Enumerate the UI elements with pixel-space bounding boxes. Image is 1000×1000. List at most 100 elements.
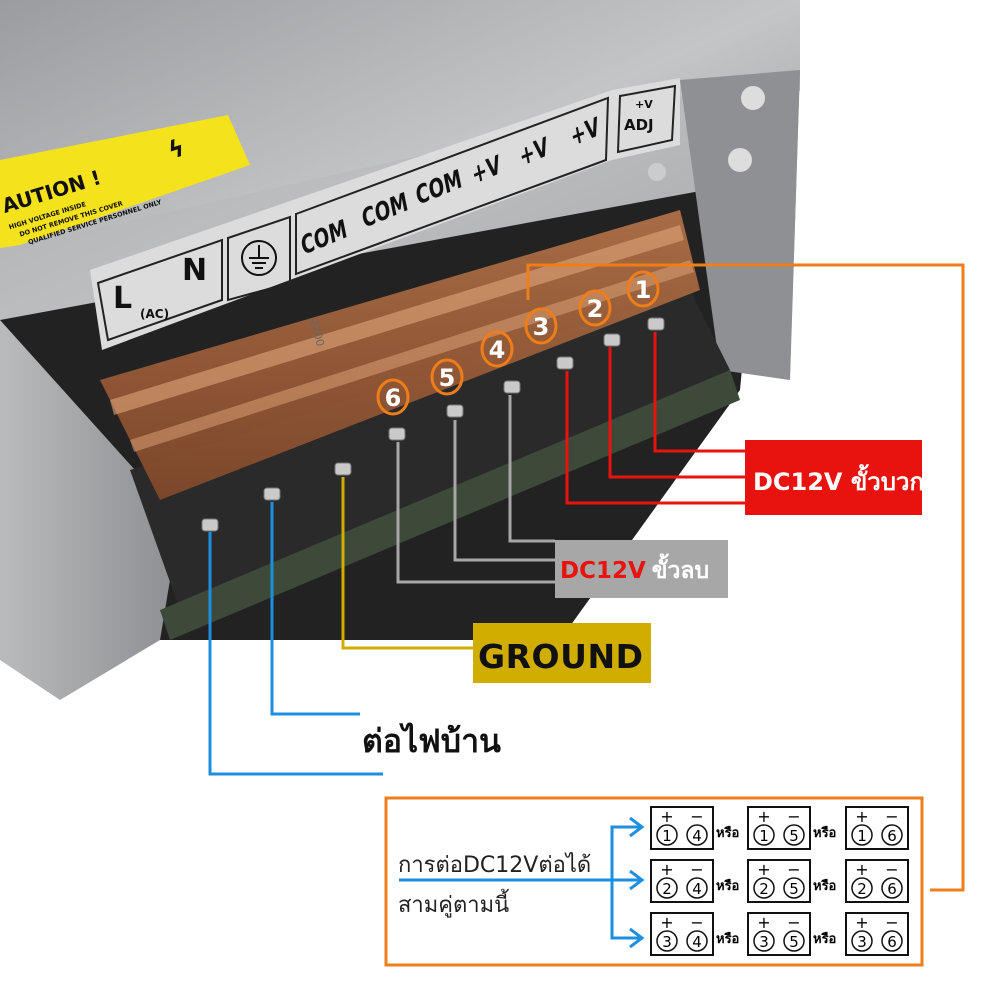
pair-cell: + − 3 4 [650, 912, 714, 956]
terminal-number-2: 2 [587, 295, 604, 323]
gold-leader [341, 477, 473, 650]
positive-suffix: ขั้วบวก [851, 463, 924, 496]
minus-sign: − [885, 860, 898, 879]
negative-terminal-number: 6 [887, 933, 897, 951]
negative-terminal-number: 5 [789, 827, 799, 845]
minus-sign: − [787, 860, 800, 879]
terminal-label-l: L [113, 281, 132, 316]
minus-sign: − [690, 860, 703, 879]
negative-terminal-number: 4 [692, 880, 702, 898]
gray-leader-6 [396, 442, 555, 584]
pairs-title-line1: การต่อDC12Vต่อได้ [398, 852, 591, 878]
pair-cell: + − 3 6 [845, 912, 909, 956]
blue-leader-n [270, 502, 360, 716]
or-text: หรือ [716, 878, 739, 894]
label-dc12v-positive: DC12V ขั้วบวก [745, 440, 924, 515]
positive-terminal-number: 1 [759, 827, 769, 845]
adj-label-v: +V [635, 98, 653, 111]
positive-terminal-number: 1 [662, 827, 672, 845]
minus-sign: − [885, 807, 898, 826]
minus-sign: − [787, 913, 800, 932]
pairs-arrows [399, 816, 645, 949]
terminal-number-6: 6 [385, 384, 402, 412]
terminal-number-5: 5 [439, 364, 456, 392]
positive-terminal-number: 3 [759, 933, 769, 951]
positive-prefix: DC12V [753, 468, 843, 496]
terminal-number-4: 4 [489, 336, 506, 364]
pair-cell: + − 2 4 [650, 859, 714, 903]
plus-sign: + [660, 807, 673, 826]
pair-cell: + − 2 5 [747, 859, 811, 903]
plus-sign: + [757, 860, 770, 879]
terminal-number-1: 1 [635, 276, 652, 304]
minus-sign: − [690, 913, 703, 932]
positive-terminal-number: 2 [759, 880, 769, 898]
plus-sign: + [660, 913, 673, 932]
plus-sign: + [757, 913, 770, 932]
adj-label: ADJ [624, 116, 654, 134]
pair-cell: + − 3 5 [747, 912, 811, 956]
negative-terminal-number: 4 [692, 827, 702, 845]
terminal-screws [201, 317, 665, 532]
gray-leader-4 [508, 395, 555, 543]
positive-terminal-number: 2 [662, 880, 672, 898]
pair-cell: + − 1 4 [650, 806, 714, 850]
or-text: หรือ [813, 878, 836, 894]
minus-sign: − [690, 807, 703, 826]
terminal-block [130, 290, 730, 610]
pair-frame [747, 859, 811, 903]
negative-terminal-number: 4 [692, 933, 702, 951]
plus-sign: + [855, 913, 868, 932]
gray-leader-5 [453, 420, 555, 562]
negative-terminal-number: 5 [789, 933, 799, 951]
negative-suffix: ขั้วลบ [652, 553, 709, 584]
label-ground: GROUND [473, 623, 651, 683]
pair-cell: + − 1 5 [747, 806, 811, 850]
or-text: หรือ [716, 825, 739, 841]
ground-text: GROUND [478, 637, 643, 676]
pair-frame [650, 859, 714, 903]
pair-frame [845, 912, 909, 956]
ground-symbol-icon [241, 240, 277, 276]
pair-frame [845, 806, 909, 850]
plus-sign: + [757, 807, 770, 826]
negative-terminal-number: 6 [887, 880, 897, 898]
psu-front-panel [0, 320, 180, 700]
label-mains: ต่อไฟบ้าน [362, 722, 501, 760]
negative-terminal-number: 5 [789, 880, 799, 898]
lightning-icon: ϟ [165, 133, 188, 164]
pairs-title-line2: สามคู่ตามนี้ [398, 889, 509, 918]
svg-text:DC12V ขั้วบวก: DC12V ขั้วบวก [753, 463, 924, 496]
orange-leader-line [526, 263, 965, 892]
minus-sign: − [885, 913, 898, 932]
or-text: หรือ [813, 931, 836, 947]
terminal-number-3: 3 [533, 313, 550, 341]
pair-frame [650, 912, 714, 956]
positive-terminal-number: 3 [662, 933, 672, 951]
red-leader-3 [565, 371, 745, 505]
negative-terminal-number: 6 [887, 827, 897, 845]
pair-frame [650, 806, 714, 850]
pair-frame [747, 912, 811, 956]
blue-leader-l [208, 532, 383, 776]
pair-frame [747, 806, 811, 850]
negative-prefix: DC12V [560, 558, 646, 584]
terminal-label-n: N [182, 253, 207, 288]
or-text: หรือ [813, 825, 836, 841]
plus-sign: + [855, 807, 868, 826]
plus-sign: + [660, 860, 673, 879]
positive-terminal-number: 1 [857, 827, 867, 845]
pair-cell: + − 2 6 [845, 859, 909, 903]
minus-sign: − [787, 807, 800, 826]
terminal-label-strip [90, 90, 612, 350]
pair-frame [845, 859, 909, 903]
plus-sign: + [855, 860, 868, 879]
red-leader-2 [608, 347, 745, 479]
positive-terminal-number: 3 [857, 933, 867, 951]
terminal-label-ac: (AC) [140, 307, 169, 321]
